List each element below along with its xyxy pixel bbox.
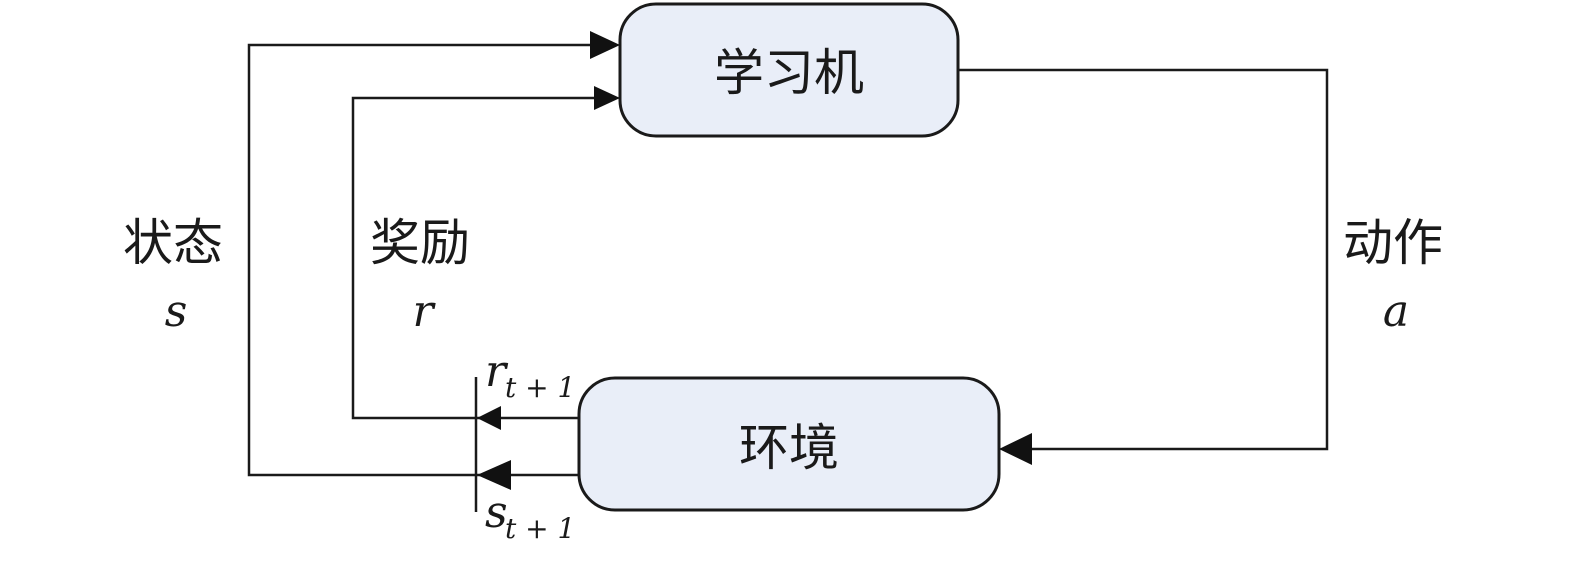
state-path [247, 43, 592, 477]
action-arrowhead [999, 433, 1032, 465]
state-arrowhead [590, 31, 620, 59]
reward-next-subscript: t + 1 [505, 371, 575, 404]
state-next-subscript: t + 1 [505, 512, 575, 545]
reward-path [351, 96, 596, 420]
reward-arrowhead [594, 86, 620, 110]
reward-next-arrowhead [477, 406, 501, 430]
action-label: 动作 [1343, 214, 1443, 272]
reward-symbol: r [412, 286, 436, 337]
state-label: 状态 [123, 214, 223, 272]
environment-label: 环境 [739, 419, 839, 477]
environment-box [577, 376, 1001, 512]
action-symbol: a [1383, 286, 1409, 337]
learner-label: 学习机 [714, 44, 864, 102]
state-next-symbol: s [485, 487, 508, 538]
state-symbol: s [165, 286, 188, 337]
state-next-arrowhead [477, 460, 511, 490]
reward-label: 奖励 [370, 214, 470, 272]
reward-next-symbol: r [485, 346, 509, 397]
action-path [958, 68, 1329, 451]
